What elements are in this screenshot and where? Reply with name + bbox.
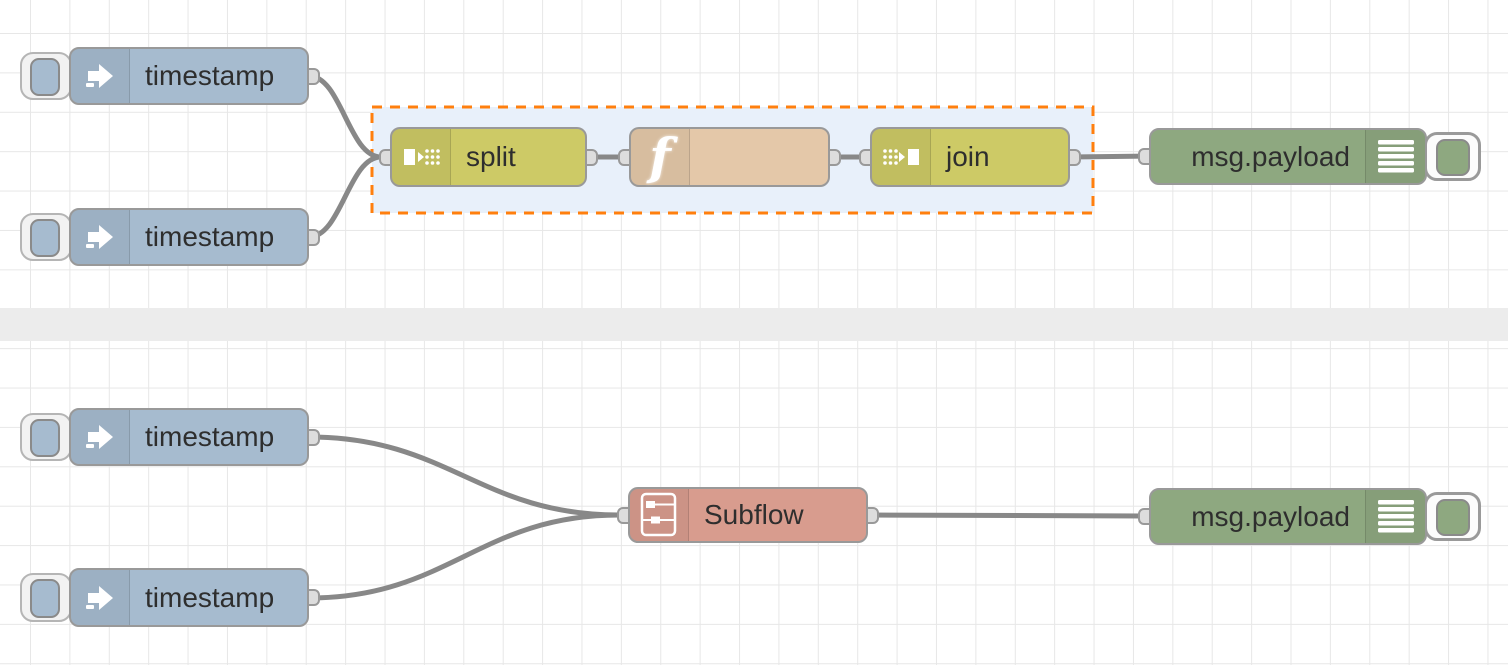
node-label: timestamp <box>145 421 275 452</box>
join-icon <box>882 143 920 171</box>
node-debug[interactable]: msg.payload <box>1149 488 1427 545</box>
node-split[interactable]: split <box>390 127 587 187</box>
wire[interactable] <box>306 154 384 240</box>
join-icon-strip <box>872 129 931 185</box>
function-f-glyph: f <box>649 127 671 186</box>
node-inject[interactable]: timestamp <box>69 47 309 105</box>
debug-list-icon <box>1377 140 1414 173</box>
debug-list-icon-strip <box>1365 490 1425 543</box>
node-label: timestamp <box>145 221 275 252</box>
wire[interactable] <box>865 512 1152 519</box>
node-label: split <box>466 141 516 172</box>
inject-button-inner[interactable] <box>30 219 60 257</box>
node-debug[interactable]: msg.payload <box>1149 128 1427 185</box>
debug-list-icon-strip <box>1365 130 1425 183</box>
inject-arrow-icon-strip <box>71 410 130 464</box>
wire[interactable] <box>306 434 622 518</box>
node-label: Subflow <box>704 499 804 530</box>
group-selection-border[interactable] <box>370 105 1095 215</box>
node-join[interactable]: join <box>870 127 1070 187</box>
inject-arrow-icon <box>84 61 116 91</box>
node-label: timestamp <box>145 581 275 613</box>
node-label: msg.payload <box>1191 500 1350 532</box>
debug-list-icon <box>1377 500 1414 533</box>
inject-arrow-icon-strip <box>71 49 130 103</box>
inject-button-inner[interactable] <box>30 419 60 457</box>
inject-arrow-icon-strip <box>71 570 130 625</box>
node-inject[interactable]: timestamp <box>69 568 309 627</box>
node-inject[interactable]: timestamp <box>69 208 309 266</box>
function-icon: f <box>649 132 671 182</box>
debug-toggle-inner[interactable] <box>1436 499 1470 536</box>
node-label: timestamp <box>145 60 275 91</box>
node-function[interactable]: f <box>629 127 830 187</box>
inject-button-inner[interactable] <box>30 579 60 618</box>
workspace-divider <box>0 308 1508 341</box>
wire[interactable] <box>306 73 384 160</box>
subflow-icon-strip <box>630 489 689 541</box>
subflow-icon <box>640 492 678 538</box>
split-icon <box>403 143 440 171</box>
node-label: join <box>946 141 990 172</box>
debug-toggle-inner[interactable] <box>1436 139 1470 176</box>
node-inject[interactable]: timestamp <box>69 408 309 466</box>
inject-arrow-icon <box>84 222 116 252</box>
inject-arrow-icon-strip <box>71 210 130 264</box>
inject-button-inner[interactable] <box>30 58 60 96</box>
function-icon-strip: f <box>631 129 690 185</box>
wire[interactable] <box>1067 153 1152 160</box>
wire[interactable] <box>306 512 622 601</box>
split-icon-strip <box>392 129 451 185</box>
node-label: msg.payload <box>1191 140 1350 172</box>
inject-arrow-icon <box>84 583 116 613</box>
inject-arrow-icon <box>84 422 116 452</box>
node-subflow[interactable]: Subflow <box>628 487 868 543</box>
